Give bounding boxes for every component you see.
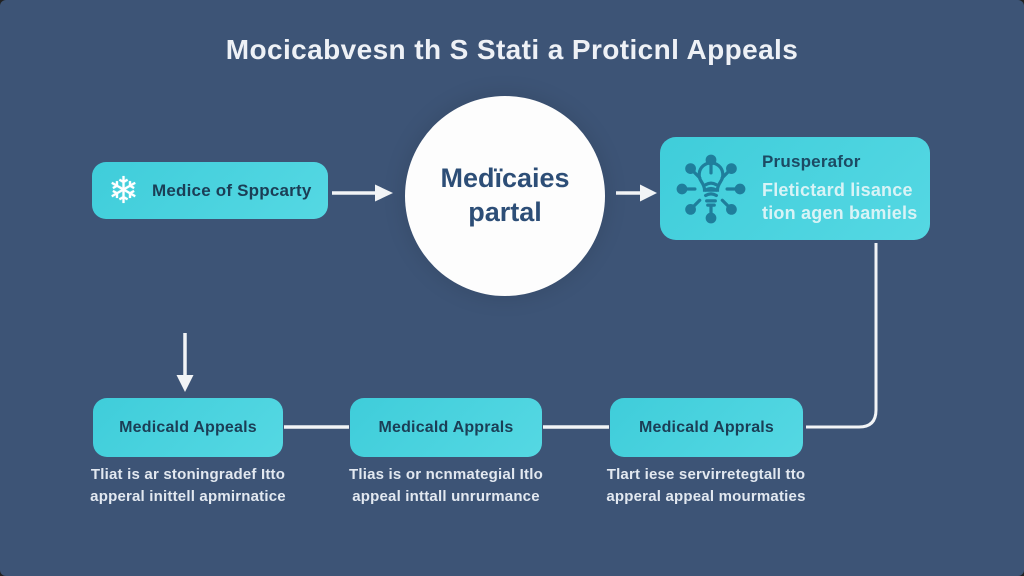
node-medice-of-sppcarty: ❄ Medice of Sppcarty [92,162,328,219]
caption-3-line1: Tlart iese servirretegtall tto [606,466,806,483]
node-prusperafor: Prusperafor Fletictard lisance tion agen… [660,137,930,240]
right-box-title: Prusperafor [762,151,861,171]
elbow-right-to-box3 [806,243,878,429]
bottom-box-3-label: Medicald Apprals [638,418,775,436]
node-medicald-appeals-1: Medicald Appeals [93,398,283,457]
caption-2-line2: appeal inttall unrurmance [352,488,540,505]
caption-3-line2: apperal appeal mourmaties [606,488,806,505]
node-medicaies-partal: Medïcaies partal [405,96,605,296]
caption-1-line2: apperal inittell apmirnatice [90,488,286,505]
right-box-subtitle-line1: Fletictard lisance [762,179,913,200]
caption-1-line1: Tliat is ar stoningradef Itto [90,466,286,483]
caption-box-1: Tliat is ar stoningradef Itto apperal in… [38,464,338,508]
bottom-box-2-label: Medicald Apprals [378,418,514,436]
circle-label-line2: partal [468,197,542,227]
caption-box-3: Tlart iese servirretegtall tto apperal a… [556,464,856,508]
diagram-title: Mocicabvesn th S Stati a Proticnl Appeal… [225,34,799,65]
node-medicald-appeals-3: Medicald Apprals [610,398,803,457]
network-bulb-icon [676,154,746,223]
caption-2-line1: Tlias is or ncnmategial Itlo [349,466,543,483]
node-medicald-appeals-2: Medicald Apprals [350,398,542,457]
caption-box-2: Tlias is or ncnmategial Itlo appeal intt… [296,464,596,508]
right-box-subtitle-line2: tion agen bamiels [762,203,918,223]
circle-label-line1: Medïcaies [440,163,570,194]
arrow-down [176,333,194,392]
left-box-label: Medice of Sppcarty [152,180,312,200]
snowflake-icon: ❄ [108,169,140,212]
arrow-circle-to-right [616,184,657,202]
arrow-left-to-circle [332,184,393,202]
bottom-box-1-label: Medicald Appeals [119,418,257,436]
